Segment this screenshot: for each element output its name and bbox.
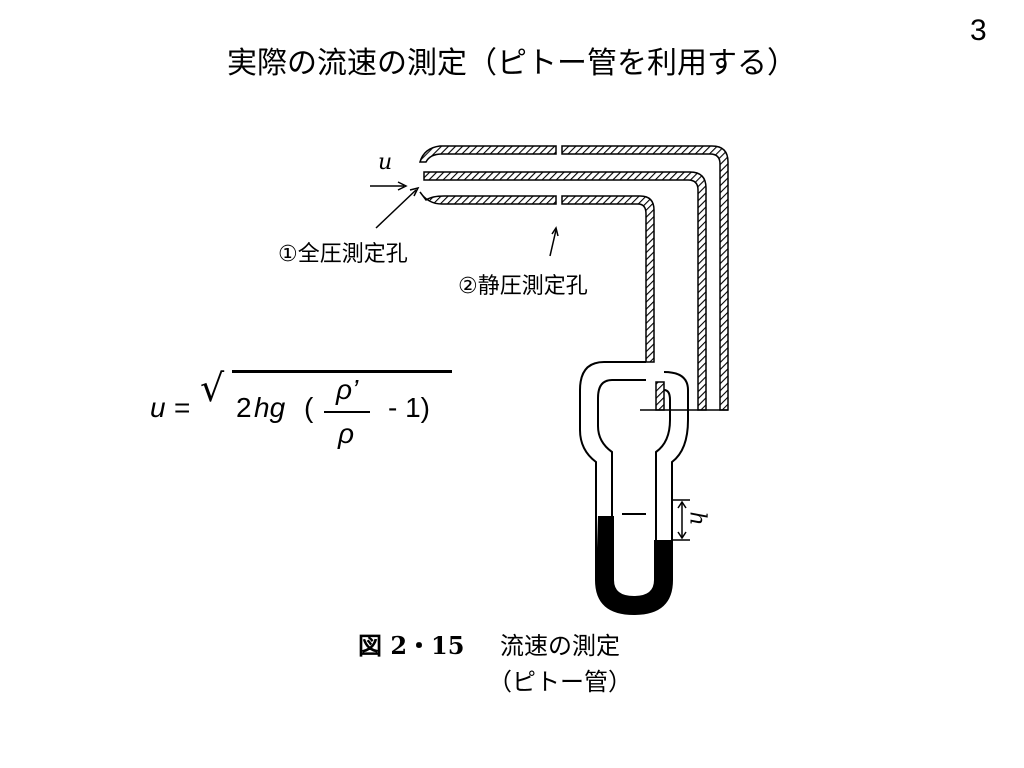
square-root-icon: √ xyxy=(200,366,225,410)
formula-minus-one: - 1) xyxy=(388,392,430,423)
velocity-formula: u = √ 2 hg ( ρ’ ρ - 1) xyxy=(150,362,470,462)
radical-vinculum xyxy=(232,370,452,373)
total-pressure-pointer-icon xyxy=(375,186,420,229)
outer-tube-wall xyxy=(419,145,729,411)
static-pressure-pointer-icon xyxy=(549,226,559,257)
velocity-arrow-icon xyxy=(370,181,408,191)
page-number: 3 xyxy=(970,14,987,47)
velocity-label: u xyxy=(378,150,393,175)
formula-lhs: u xyxy=(150,392,166,423)
figure-title-line1: 流速の測定 xyxy=(500,632,620,660)
height-label: h xyxy=(684,511,710,526)
figure-title-line2: （ピトー管） xyxy=(488,668,632,696)
slide-title: 実際の流速の測定（ピトー管を利用する） xyxy=(227,46,797,81)
formula-radicand-prefix: 2 xyxy=(236,392,252,423)
total-pressure-hole-label: ①全圧測定孔 xyxy=(278,242,408,267)
figure-number: 図 2・15 xyxy=(358,631,465,660)
manometer-liquid xyxy=(596,516,672,614)
formula-denominator: ρ xyxy=(338,418,355,449)
formula-open-paren: ( xyxy=(304,392,314,423)
formula-radicand-vars: hg xyxy=(254,392,286,423)
height-marker xyxy=(672,499,690,541)
fraction-bar xyxy=(324,411,370,413)
formula-numerator: ρ’ xyxy=(336,374,359,405)
static-pressure-hole-label: ②静圧測定孔 xyxy=(458,274,588,299)
formula-equals: = xyxy=(174,392,191,423)
